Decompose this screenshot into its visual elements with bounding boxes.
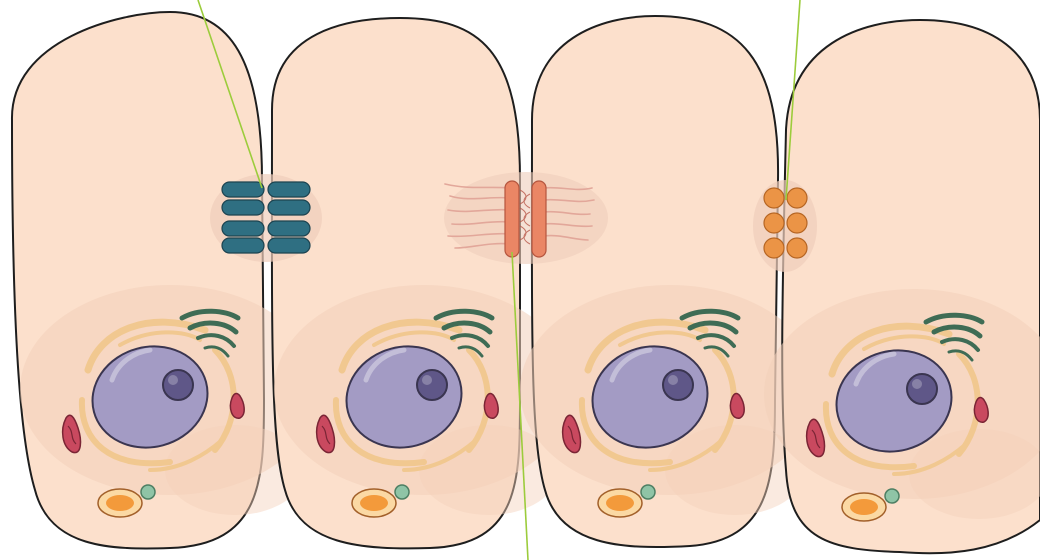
desmosome — [444, 172, 608, 264]
cell-2 — [272, 18, 574, 548]
cell-3 — [520, 16, 820, 547]
gap-junction — [753, 180, 817, 272]
tight-junction — [210, 174, 322, 262]
cell-4 — [764, 20, 1040, 553]
